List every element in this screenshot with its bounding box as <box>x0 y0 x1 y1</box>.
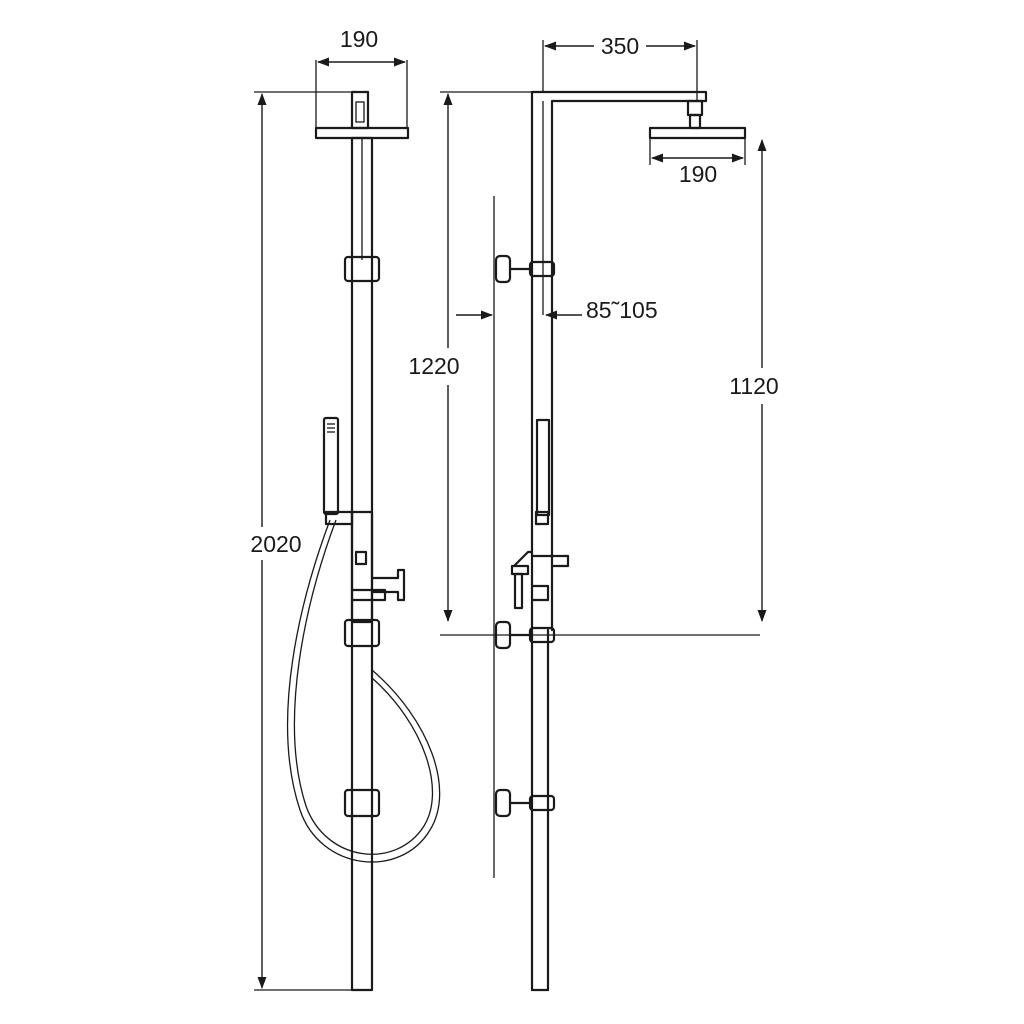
front-wall-bracket-middle <box>343 618 381 648</box>
front-hose-inner <box>293 519 434 855</box>
side-mixer-lever <box>513 572 524 610</box>
front-head-connector <box>350 90 370 130</box>
side-shower-arm <box>530 90 708 632</box>
total-height-label: 2020 <box>250 531 301 557</box>
side-head-swivel <box>686 99 704 117</box>
front-view: 190 2020 <box>250 26 441 992</box>
wall-offset-label: 85˜105 <box>586 297 658 323</box>
front-head-width-label: 190 <box>340 26 378 52</box>
arm-length-label: 350 <box>601 33 639 59</box>
front-hose-outer <box>286 519 441 863</box>
side-view: 350 190 1220 85˜105 1120 <box>408 33 779 992</box>
floor-to-head-label: 1120 <box>729 373 778 399</box>
side-wall-bracket-top <box>494 254 556 284</box>
side-hand-shower <box>535 418 551 517</box>
front-mixer-body <box>350 510 374 624</box>
front-wall-bracket-bottom <box>343 788 381 818</box>
front-mixer-lever <box>370 568 406 602</box>
mixer-to-head-label: 1220 <box>408 353 459 379</box>
front-wall-bracket-top <box>343 255 381 283</box>
side-head-diameter-label: 190 <box>679 161 717 187</box>
side-wall-bracket-bottom <box>494 788 556 818</box>
front-rain-head <box>314 126 410 140</box>
side-mixer-knob <box>530 554 570 568</box>
front-hand-shower <box>322 416 340 516</box>
front-hand-shower-holder <box>324 510 354 526</box>
side-rain-head <box>648 126 747 140</box>
